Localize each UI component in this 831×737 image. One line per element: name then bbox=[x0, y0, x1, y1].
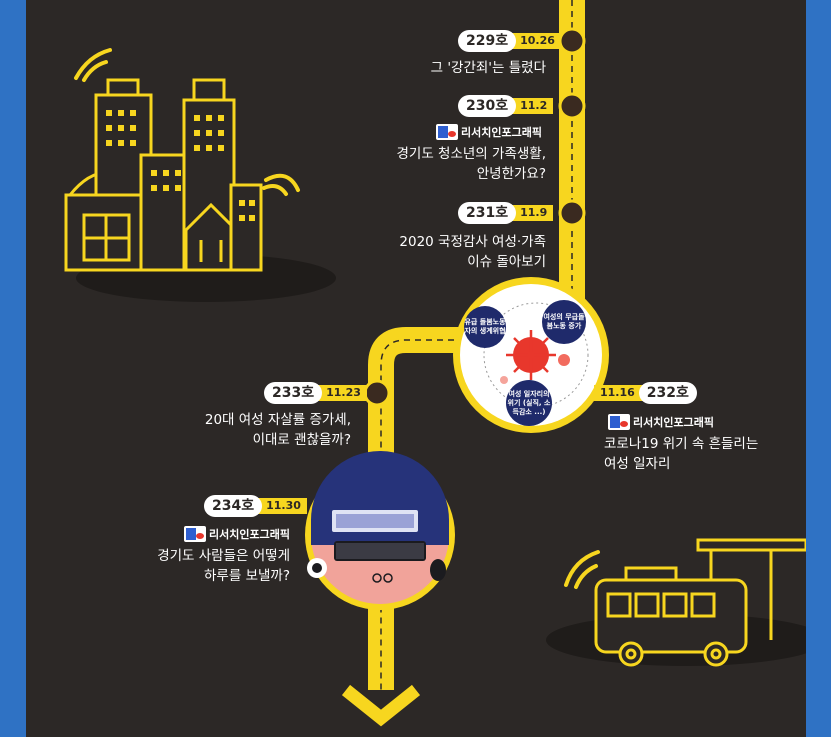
issue-number: 234호 bbox=[204, 495, 263, 517]
research-infographic-icon bbox=[184, 526, 207, 542]
title-line: 안녕한가요? bbox=[476, 166, 546, 182]
issue-number: 229호 bbox=[458, 30, 517, 52]
desk-circle bbox=[305, 451, 455, 610]
wifi-signal-icon-bus bbox=[564, 550, 600, 589]
issue-number: 231호 bbox=[458, 202, 517, 224]
issue-date: 11.30 bbox=[252, 498, 307, 514]
research-infographic-icon bbox=[608, 414, 630, 430]
issue-234-title[interactable]: 경기도 사람들은 어떻게 하루를 보낼까? bbox=[157, 546, 290, 586]
issue-231-title[interactable]: 2020 국정감사 여성·가족 이슈 돌아보기 bbox=[399, 232, 546, 272]
issue-date: 11.9 bbox=[506, 205, 554, 221]
city-buildings-icon bbox=[64, 78, 263, 272]
title-line: 이대로 괜찮을까? bbox=[252, 432, 351, 448]
issue-date: 10.26 bbox=[506, 33, 561, 49]
keyboard-desk-icon bbox=[307, 510, 446, 583]
research-tag: 리서치인포그래픽 bbox=[184, 526, 290, 542]
issue-date: 11.23 bbox=[312, 385, 367, 401]
tag-label: 리서치인포그래픽 bbox=[633, 416, 714, 429]
bus-stop-icon bbox=[594, 538, 806, 667]
title-line: 20대 여성 자살률 증가세, bbox=[204, 412, 351, 428]
research-tag: 리서치인포그래픽 bbox=[608, 414, 714, 430]
timeline-dots bbox=[363, 27, 586, 407]
issue-230-title[interactable]: 경기도 청소년의 가족생활, 안녕한가요? bbox=[397, 144, 547, 184]
city-windows bbox=[106, 110, 255, 221]
infographic-canvas: 유급 돌봄노동자의 생계위협 여성의 무급돌봄노동 증가 여성 일자리의 위기 … bbox=[26, 0, 806, 737]
research-tag: 리서치인포그래픽 bbox=[436, 124, 542, 140]
title-line: 그 '강간죄'는 틀렸다 bbox=[430, 60, 546, 76]
issue-number: 232호 bbox=[638, 382, 697, 404]
issue-229-title[interactable]: 그 '강간죄'는 틀렸다 bbox=[431, 58, 546, 78]
issue-230-pill: 230호 11.2 bbox=[458, 95, 554, 117]
covid-bubble-2: 여성의 무급돌봄노동 증가 bbox=[542, 300, 586, 344]
issue-231-pill: 231호 11.9 bbox=[458, 202, 554, 224]
down-arrow-icon bbox=[341, 684, 421, 727]
issue-date: 11.16 bbox=[594, 385, 649, 401]
issue-233-title[interactable]: 20대 여성 자살률 증가세, 이대로 괜찮을까? bbox=[205, 410, 351, 450]
issue-number: 233호 bbox=[264, 382, 323, 404]
title-line: 여성 일자리 bbox=[604, 456, 671, 472]
issue-234-pill: 234호 11.30 bbox=[204, 495, 307, 517]
title-line: 코로나19 위기 속 흔들리는 bbox=[604, 436, 759, 452]
research-infographic-icon bbox=[436, 124, 459, 140]
issue-number: 230호 bbox=[458, 95, 517, 117]
tag-label: 리서치인포그래픽 bbox=[209, 528, 290, 541]
virus-icon bbox=[500, 330, 570, 384]
title-line: 경기도 청소년의 가족생활, bbox=[396, 146, 547, 162]
background-illustrations bbox=[64, 0, 806, 727]
covid-bubble-3: 여성 일자리의 위기 (실직, 소득감소 ...) bbox=[506, 380, 552, 426]
wifi-signal-icon bbox=[74, 48, 300, 196]
tag-label: 리서치인포그래픽 bbox=[461, 126, 542, 139]
title-line: 하루를 보낼까? bbox=[204, 568, 290, 584]
issue-232-pill: 11.16 232호 bbox=[594, 382, 697, 404]
issue-date: 11.2 bbox=[506, 98, 554, 114]
issue-229-pill: 229호 10.26 bbox=[458, 30, 561, 52]
issue-233-pill: 233호 11.23 bbox=[264, 382, 367, 404]
title-line: 이슈 돌아보기 bbox=[467, 254, 546, 270]
covid-bubble-1: 유급 돌봄노동자의 생계위협 bbox=[464, 306, 506, 348]
issue-232-title[interactable]: 코로나19 위기 속 흔들리는 여성 일자리 bbox=[604, 434, 758, 474]
title-line: 경기도 사람들은 어떻게 bbox=[157, 548, 290, 564]
title-line: 2020 국정감사 여성·가족 bbox=[399, 234, 546, 250]
